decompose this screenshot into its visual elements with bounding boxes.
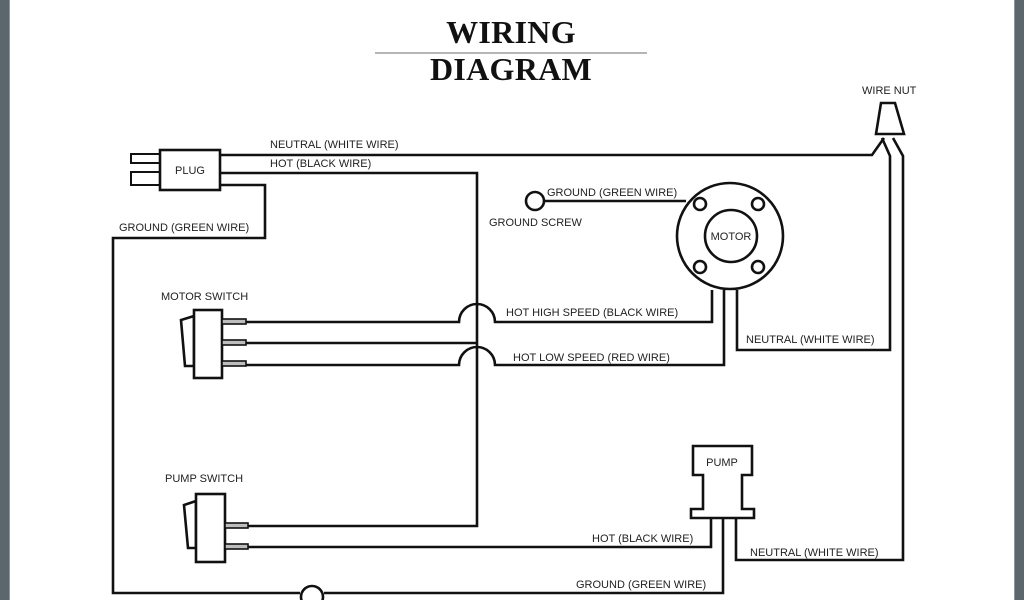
motor-switch-terminal [221,339,247,346]
pump-switch-body [194,492,227,564]
wire-plug-hot [220,171,479,528]
wire-plug-neutral [220,137,886,157]
plug-label: PLUG [175,165,205,177]
diagram-title: WIRING DIAGRAM [429,14,593,87]
pump-switch-rocker [182,499,198,550]
motor-mount-hole [750,259,766,275]
motor-mount-hole [692,196,708,212]
label-motor-neutral: NEUTRAL (WHITE WIRE) [746,334,875,346]
wire-pump-neutral [734,137,905,562]
label-pump-ground: GROUND (GREEN WIRE) [576,579,706,591]
pump: PUMP [689,444,756,520]
wire-nut [874,101,906,136]
label-pump-hot: HOT (BLACK WIRE) [592,533,693,545]
wire-motor-neutral [735,137,892,352]
plug-prong-bottom [130,171,162,186]
motor-switch-rocker [179,314,196,368]
label-wire-nut: WIRE NUT [862,85,917,97]
wire-plug-ground [111,183,300,595]
motor: MOTOR [675,181,785,291]
motor-switch-body [192,308,224,380]
label-motor-switch: MOTOR SWITCH [161,291,248,303]
motor-core [703,208,759,264]
wire-motor-hot-high [246,290,714,324]
right-frame-edge [1014,0,1024,600]
plug-body [158,148,222,192]
plug-prong-top [130,153,162,164]
label-motor-ground: GROUND (GREEN WIRE) [547,187,677,199]
motor-mount-hole [692,259,708,275]
ground-screw [524,190,546,212]
motor-switch [179,308,247,380]
ground-junction [299,584,325,600]
label-motor-hot-low: HOT LOW SPEED (RED WIRE) [513,352,670,364]
label-plug-neutral: NEUTRAL (WHITE WIRE) [270,139,399,151]
plug: PLUG [130,148,222,192]
label-plug-hot: HOT (BLACK WIRE) [270,158,371,170]
motor-switch-terminal [221,318,247,325]
left-frame-edge [0,0,10,600]
pump-label: PUMP [706,457,738,469]
wire-motor-hot-low [246,290,726,367]
label-ground-screw: GROUND SCREW [489,217,583,229]
wire-pump-hot [248,518,713,549]
pump-switch-terminal [224,522,249,529]
motor-mount-hole [750,196,766,212]
pump-switch-terminal [224,543,249,550]
label-motor-hot-high: HOT HIGH SPEED (BLACK WIRE) [506,307,678,319]
label-plug-ground: GROUND (GREEN WIRE) [119,222,249,234]
motor-label: MOTOR [711,231,752,243]
title-underline [375,52,647,54]
pump-body [689,444,756,520]
pump-switch [182,492,249,564]
label-pump-neutral: NEUTRAL (WHITE WIRE) [750,547,879,559]
wire-pump-ground [324,518,725,595]
motor-switch-terminal [221,360,247,367]
label-pump-switch: PUMP SWITCH [165,473,243,485]
